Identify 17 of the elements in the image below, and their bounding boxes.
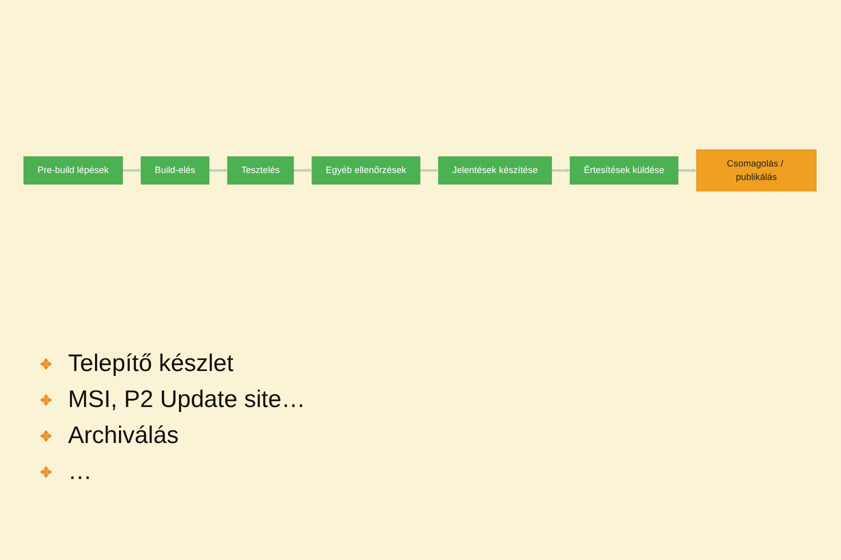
node-box: Build-elés (140, 156, 210, 184)
node-box: Tesztelés (227, 156, 294, 184)
bullet-text: … (68, 458, 92, 486)
node-box: Egyéb ellenőrzések (312, 156, 420, 184)
node-box: Csomagolás / publikálás (696, 149, 816, 191)
arrow (122, 168, 142, 172)
arrow (209, 168, 228, 172)
bullet-text: MSI, P2 Update site… (68, 386, 306, 414)
arrow (294, 168, 312, 172)
node-box: Pre-build lépések (24, 156, 123, 184)
node-box: Értesítések küldése (570, 156, 678, 184)
arrow (552, 168, 570, 172)
arrow (420, 168, 439, 172)
bullet-text: Telepítő készlet (68, 350, 234, 378)
arrow (678, 168, 697, 172)
bullet-text: Archiválás (68, 422, 179, 450)
node-box: Jelentések készítése (438, 156, 552, 184)
